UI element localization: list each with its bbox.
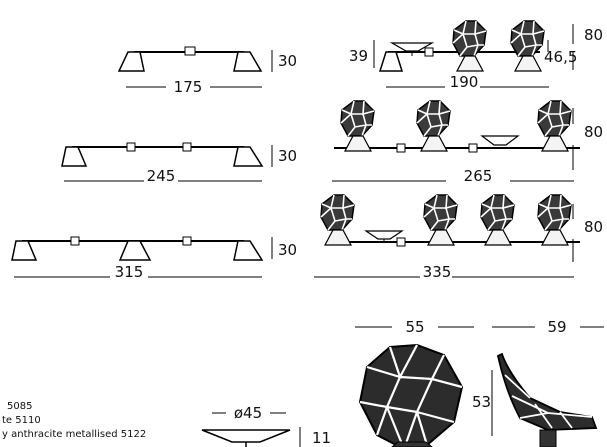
tray-drawing — [201, 429, 291, 447]
chair-front-view — [358, 343, 464, 447]
beam-width-label-2: 245 — [147, 167, 176, 185]
finish-note-3: y anthracite metallised 5122 — [2, 429, 146, 440]
chair-depth-label: 59 — [547, 318, 566, 336]
config-width-label-1: 190 — [450, 73, 479, 91]
finish-note-1: 5085 — [7, 401, 32, 412]
beam-height-label-3: 30 — [278, 241, 297, 259]
beam-drawing-2 — [61, 142, 264, 167]
config-width-label-3: 335 — [423, 263, 452, 281]
config-drawing-2 — [334, 100, 580, 153]
chair-side-view — [496, 352, 598, 447]
chair-seat-height-label: 53 — [472, 393, 491, 411]
beam-height-label-2: 30 — [278, 147, 297, 165]
beam-drawing-1 — [117, 46, 263, 72]
tray-diameter-label: ø45 — [234, 404, 262, 422]
seat-height-label: 46,5 — [544, 48, 577, 66]
config-height-label-3: 80 — [584, 218, 603, 236]
config-drawing-3 — [320, 194, 580, 247]
config-height-label-2: 80 — [584, 123, 603, 141]
beam-width-label-3: 315 — [115, 263, 144, 281]
beam-width-label-1: 175 — [174, 78, 203, 96]
chair-width-label: 55 — [405, 318, 424, 336]
tray-height-label: 39 — [349, 47, 368, 65]
config-width-label-2: 265 — [464, 167, 493, 185]
beam-height-label-1: 30 — [278, 52, 297, 70]
beam-drawing-3 — [11, 236, 264, 261]
config-drawing-1 — [378, 20, 545, 72]
finish-note-2: te 5110 — [2, 415, 41, 426]
config-height-label-1: 80 — [584, 26, 603, 44]
tray-height-label: 11 — [312, 429, 331, 447]
